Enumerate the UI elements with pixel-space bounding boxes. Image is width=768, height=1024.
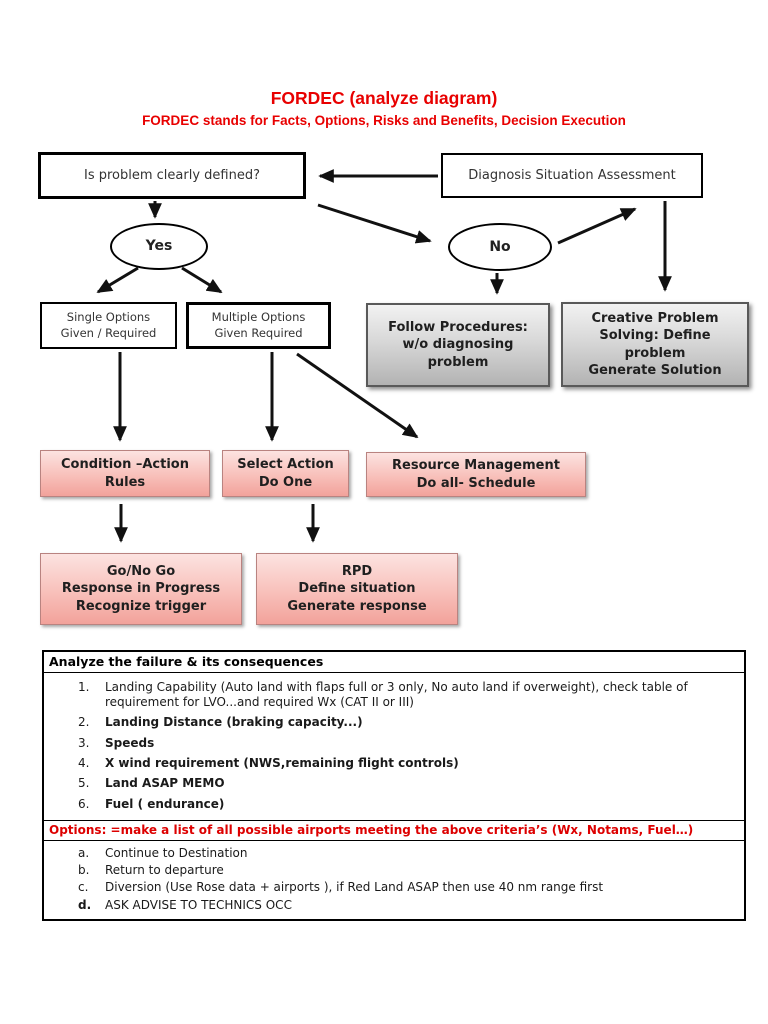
list-item: 5. Land ASAP MEMO xyxy=(78,774,736,794)
list-item-marker: 2. xyxy=(78,715,90,730)
node-single-options: Single Options Given / Required xyxy=(40,302,177,349)
list-item-marker: a. xyxy=(78,845,90,860)
list-item-text: Land ASAP MEMO xyxy=(105,776,225,791)
node-rpd: RPD Define situation Generate response xyxy=(256,553,458,625)
node-go-no-go: Go/No Go Response in Progress Recognize … xyxy=(40,553,242,625)
connector-arrow xyxy=(557,207,637,245)
list-item-text: Speeds xyxy=(105,735,155,750)
list-item-text: Landing Distance (braking capacity...) xyxy=(105,715,363,730)
node-multiple-options: Multiple Options Given Required xyxy=(186,302,331,349)
list-item-text: Landing Capability (Auto land with flaps… xyxy=(105,679,688,709)
list-item: b. Return to departure xyxy=(78,862,736,879)
list-item: 3. Speeds xyxy=(78,733,736,753)
analysis-table: Analyze the failure & its consequences 1… xyxy=(42,650,746,921)
list-item-marker: 6. xyxy=(78,796,90,811)
node-select-action-do-one: Select Action Do One xyxy=(222,450,349,497)
diagram-subtitle: FORDEC stands for Facts, Options, Risks … xyxy=(142,113,626,128)
connector-arrow xyxy=(96,266,139,294)
list-item: a. Continue to Destination xyxy=(78,845,736,862)
list-item-text: Continue to Destination xyxy=(105,845,248,860)
numbered-criteria-list: 1. Landing Capability (Auto land with fl… xyxy=(44,673,744,820)
list-item: 6. Fuel ( endurance) xyxy=(78,794,736,814)
list-item-text: Fuel ( endurance) xyxy=(105,796,225,811)
list-item: 2. Landing Distance (braking capacity...… xyxy=(78,713,736,733)
list-item-marker: b. xyxy=(78,862,90,877)
list-item-marker: 4. xyxy=(78,755,90,770)
node-condition-action-rules: Condition –Action Rules xyxy=(40,450,210,497)
connector-arrow xyxy=(181,266,223,294)
table-header-analyze-failure: Analyze the failure & its consequences xyxy=(44,652,744,673)
diagram-title: FORDEC (analyze diagram) xyxy=(270,88,498,108)
node-no: No xyxy=(448,223,552,271)
list-item: 1. Landing Capability (Auto land with fl… xyxy=(78,677,736,713)
list-item-marker: d. xyxy=(78,897,92,912)
lettered-options-list: a. Continue to Destination b. Return to … xyxy=(44,841,744,919)
list-item-text: Return to departure xyxy=(105,862,224,877)
list-item-marker: 1. xyxy=(78,679,90,694)
node-resource-management: Resource Management Do all- Schedule xyxy=(366,452,586,497)
node-yes: Yes xyxy=(110,223,208,270)
node-follow-procedures: Follow Procedures: w/o diagnosing proble… xyxy=(366,303,550,387)
list-item: 4. X wind requirement (NWS,remaining fli… xyxy=(78,753,736,773)
node-diagnosis-situation-assessment: Diagnosis Situation Assessment xyxy=(441,153,703,198)
connector-arrow xyxy=(317,203,432,244)
list-item-marker: 3. xyxy=(78,735,90,750)
list-item: d. ASK ADVISE TO TECHNICS OCC xyxy=(78,897,736,914)
node-creative-problem-solving: Creative Problem Solving: Define problem… xyxy=(561,302,749,387)
list-item-text: ASK ADVISE TO TECHNICS OCC xyxy=(105,897,292,912)
list-item: c. Diversion (Use Rose data + airports )… xyxy=(78,879,736,896)
list-item-marker: 5. xyxy=(78,776,90,791)
list-item-text: X wind requirement (NWS,remaining flight… xyxy=(105,755,459,770)
node-is-problem-defined: Is problem clearly defined? xyxy=(38,152,306,199)
options-header: Options: =make a list of all possible ai… xyxy=(44,819,744,841)
list-item-text: Diversion (Use Rose data + airports ), i… xyxy=(105,880,604,895)
list-item-marker: c. xyxy=(78,880,89,895)
